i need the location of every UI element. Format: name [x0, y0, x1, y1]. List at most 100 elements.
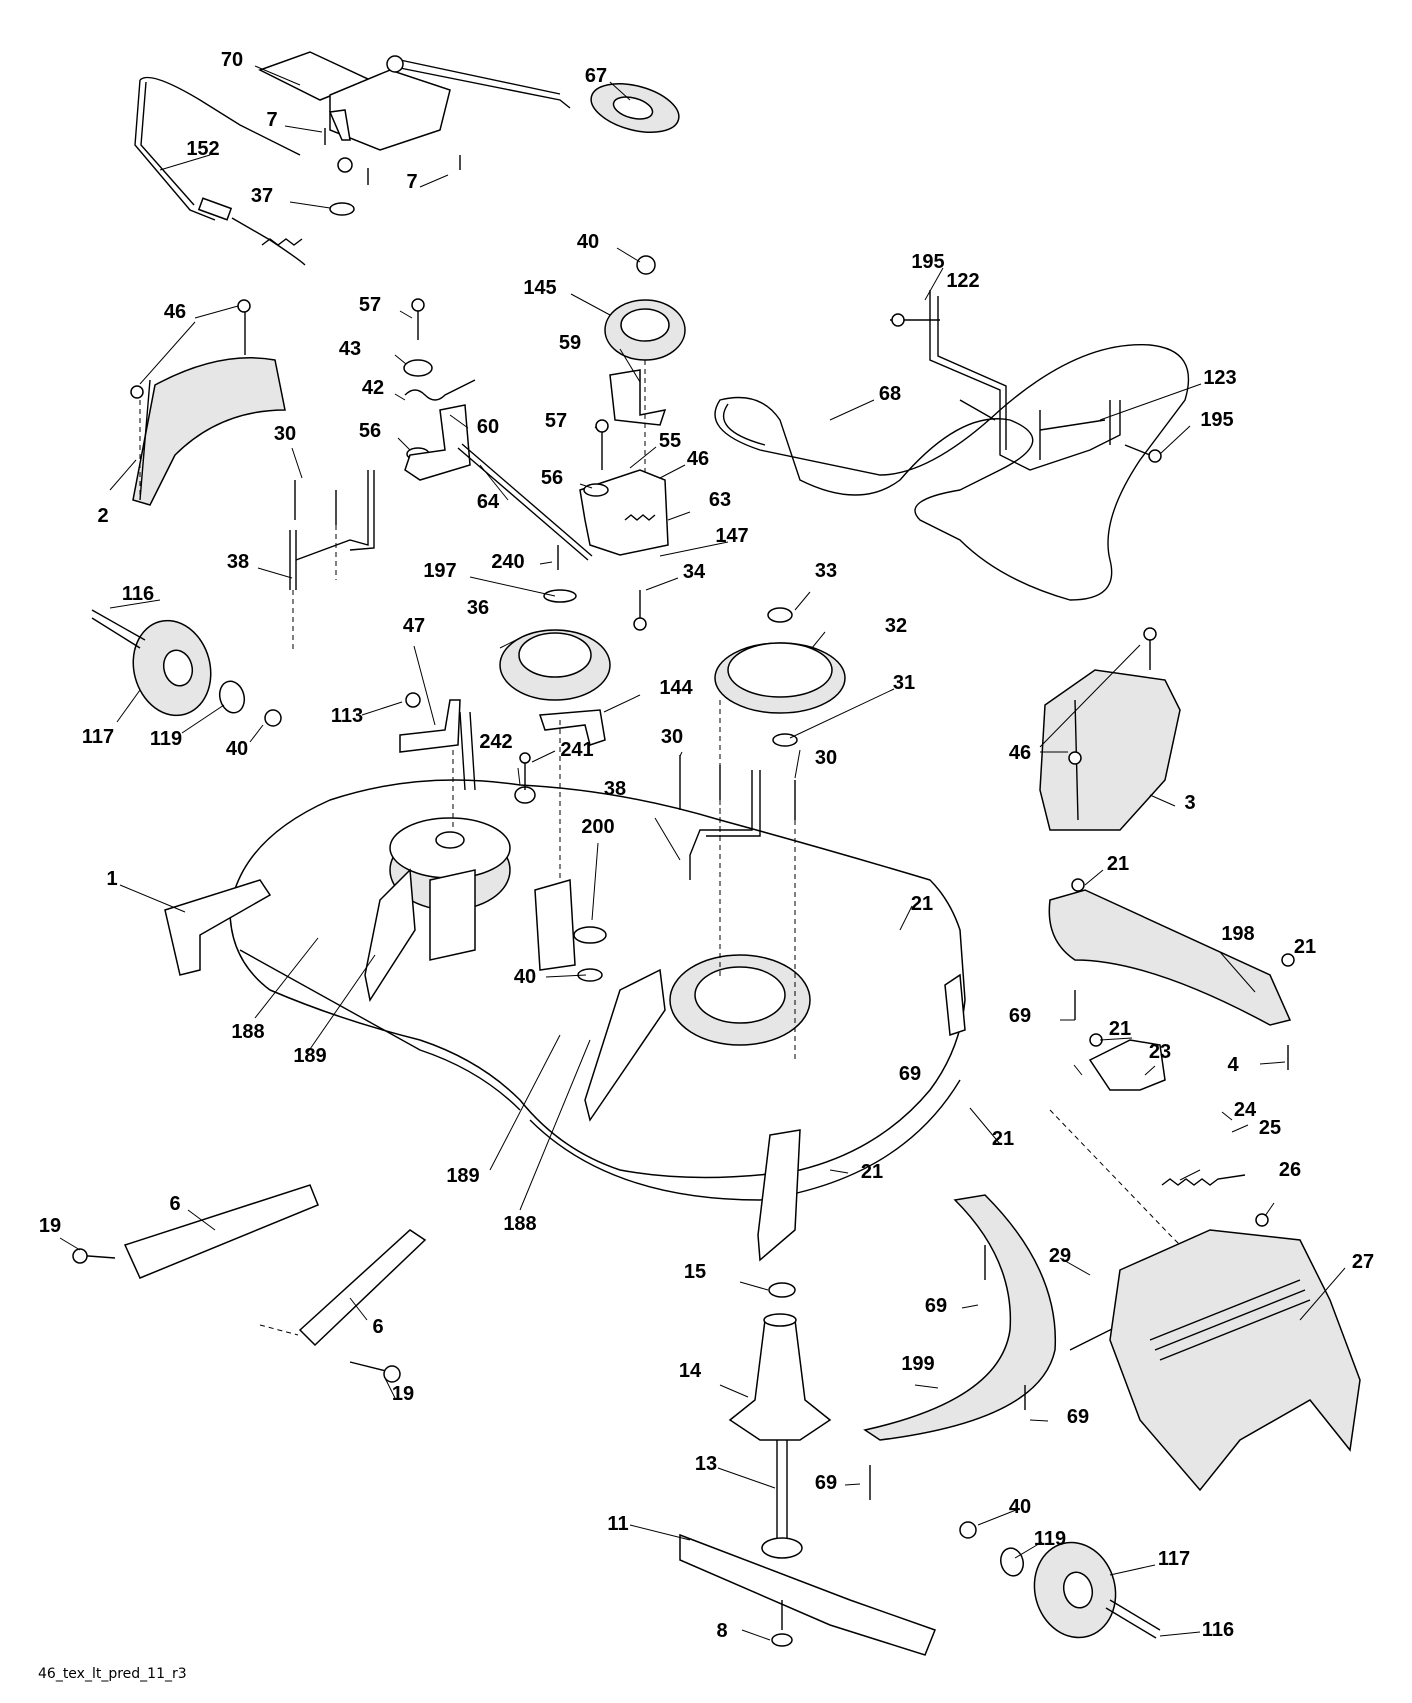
right-baffle: [1039, 627, 1181, 892]
callout-36: 36: [467, 597, 489, 619]
callout-198: 198: [1221, 923, 1254, 945]
callout-117b: 117: [1158, 1548, 1190, 1570]
left-wheel-assembly: [91, 609, 282, 727]
callout-29: 29: [1049, 1245, 1071, 1267]
callout-57b: 57: [545, 410, 567, 432]
belt-guide-bracket: [890, 290, 1162, 471]
callout-60: 60: [477, 416, 499, 438]
callout-21c: 21: [1294, 936, 1316, 958]
callout-55: 55: [659, 430, 681, 452]
deck-hanger-left: [72, 1184, 319, 1279]
callout-68: 68: [879, 383, 901, 405]
callout-14: 14: [679, 1360, 702, 1382]
callout-116b: 116: [1202, 1619, 1234, 1641]
callout-30a: 30: [274, 423, 296, 445]
callout-69b: 69: [899, 1063, 921, 1085]
callout-25: 25: [1259, 1117, 1281, 1139]
right-wheel-assembly: [959, 1521, 1161, 1639]
callout-57a: 57: [359, 294, 381, 316]
callout-8: 8: [716, 1620, 727, 1642]
callout-38a: 38: [227, 551, 249, 573]
callout-40d: 40: [1009, 1496, 1031, 1518]
callout-70: 70: [221, 49, 243, 71]
callout-19a: 19: [39, 1215, 61, 1237]
lift-rod-left: [289, 470, 375, 650]
lift-rod-right: [514, 752, 796, 1060]
callout-33: 33: [815, 560, 837, 582]
callout-197: 197: [423, 560, 456, 582]
callout-47: 47: [403, 615, 425, 637]
callout-11: 11: [607, 1513, 628, 1535]
callout-195b: 195: [1200, 409, 1233, 431]
callout-6b: 6: [372, 1316, 383, 1338]
rear-baffle-199: [863, 1194, 1057, 1500]
callout-23: 23: [1149, 1041, 1171, 1063]
callout-1: 1: [106, 868, 117, 890]
callout-3: 3: [1184, 792, 1195, 814]
callout-63: 63: [709, 489, 731, 511]
callout-69e: 69: [815, 1472, 837, 1494]
callout-40b: 40: [226, 738, 248, 760]
callout-123: 123: [1203, 367, 1236, 389]
idler-pulley-upper: [604, 255, 686, 530]
callout-147: 147: [715, 525, 748, 547]
left-baffle: [130, 299, 286, 506]
callout-67: 67: [585, 65, 607, 87]
callout-152: 152: [186, 138, 219, 160]
callout-241: 241: [560, 739, 593, 761]
callout-21e: 21: [992, 1128, 1014, 1150]
deflector-bracket-198: [1048, 889, 1295, 1070]
callout-34: 34: [683, 561, 706, 583]
callout-199: 199: [901, 1353, 934, 1375]
callout-19b: 19: [392, 1383, 414, 1405]
callout-7a: 7: [266, 109, 277, 131]
callout-189a: 189: [293, 1045, 326, 1067]
deck-belt: [714, 343, 1190, 601]
callout-30c: 30: [815, 747, 837, 769]
callout-31: 31: [893, 672, 915, 694]
leader-lines: [59, 65, 1346, 1641]
callout-242: 242: [479, 731, 512, 753]
deck-hanger-right: [259, 1229, 427, 1383]
callout-122: 122: [946, 270, 979, 292]
idler-pulley-lower: [499, 629, 611, 746]
lift-lever-assembly: [134, 51, 680, 266]
callout-6a: 6: [169, 1193, 180, 1215]
diagram-reference-code: 46_tex_lt_pred_11_r3: [38, 1666, 187, 1682]
callout-119a: 119: [150, 728, 182, 750]
callout-56a: 56: [359, 420, 381, 442]
callout-56b: 56: [541, 467, 563, 489]
callout-188a: 188: [231, 1021, 264, 1043]
callout-69c: 69: [925, 1295, 947, 1317]
callout-37: 37: [251, 185, 273, 207]
callout-21a: 21: [1107, 853, 1129, 875]
callout-32: 32: [885, 615, 907, 637]
callout-26: 26: [1279, 1159, 1301, 1181]
callout-30b: 30: [661, 726, 683, 748]
callout-24: 24: [1234, 1099, 1257, 1121]
mandrel-pulley-right: [714, 607, 846, 747]
callout-21f: 21: [861, 1161, 883, 1183]
callout-7b: 7: [406, 171, 417, 193]
callout-195a: 195: [911, 251, 944, 273]
callout-189b: 189: [446, 1165, 479, 1187]
callout-200: 200: [581, 816, 614, 838]
callout-145: 145: [523, 277, 556, 299]
callout-240: 240: [491, 551, 524, 573]
callout-64: 64: [477, 491, 500, 513]
callout-59: 59: [559, 332, 581, 354]
callout-40c: 40: [514, 966, 536, 988]
callout-42: 42: [362, 377, 384, 399]
bracket-47: [399, 692, 461, 753]
callout-46a: 46: [164, 301, 186, 323]
callout-15: 15: [684, 1261, 706, 1283]
callout-69d: 69: [1067, 1406, 1089, 1428]
spindle-blade-assembly: [679, 1282, 936, 1656]
callout-46c: 46: [1009, 742, 1031, 764]
callout-113: 113: [331, 705, 363, 727]
callout-21b: 21: [911, 893, 933, 915]
callout-4: 4: [1227, 1054, 1239, 1076]
